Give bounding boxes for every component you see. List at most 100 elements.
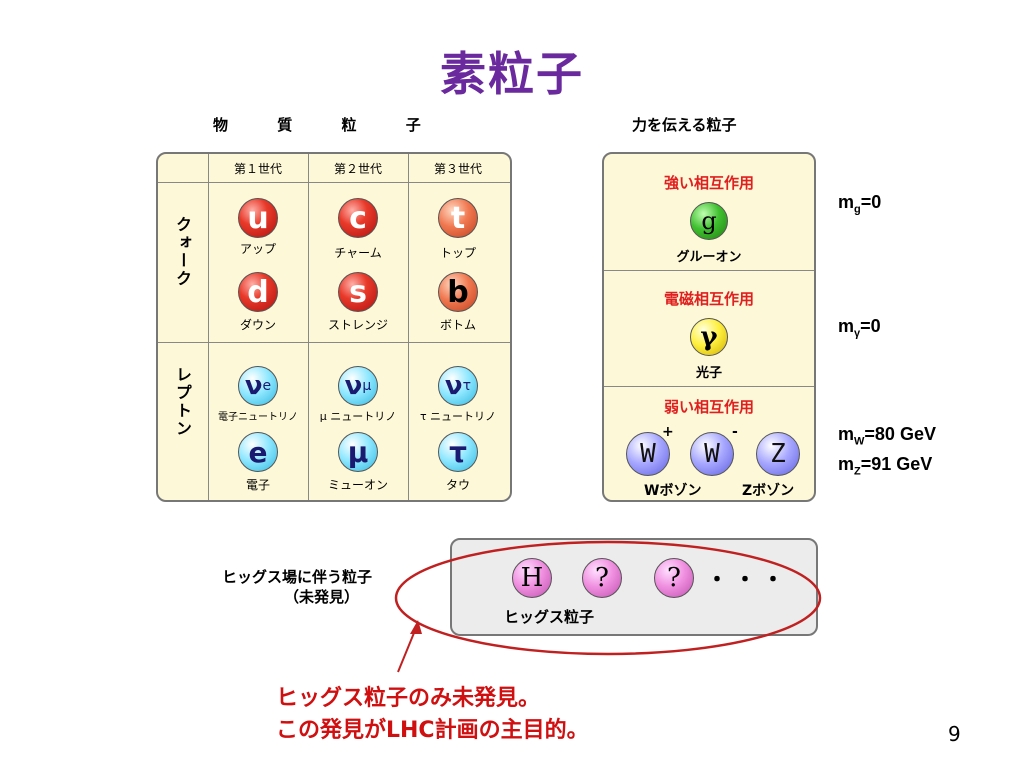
w-minus-sign: -	[732, 424, 738, 440]
particle-name: 電子	[245, 478, 270, 492]
particle-subscript: τ	[462, 378, 472, 394]
photon-name: 光子	[695, 366, 722, 381]
generation-1-header: 第１世代	[233, 162, 282, 176]
highlight-ellipse	[394, 540, 822, 656]
strange-quark-ball: s	[338, 272, 378, 312]
force-table: 強い相互作用 g グルーオン 電磁相互作用 γ 光子 弱い相互作用 W + W …	[602, 152, 816, 502]
arrow-head	[410, 620, 422, 634]
matter-table: 第１世代 第２世代 第３世代 クォーク レプトン u アップ c チャーム t …	[156, 152, 512, 502]
generation-2-header: 第２世代	[333, 162, 382, 176]
particle-symbol: ?	[667, 563, 681, 593]
mass-value: =80 GeV	[864, 424, 936, 444]
weak-interaction-title: 弱い相互作用	[663, 398, 754, 416]
photon-mass: mγ=0	[838, 316, 881, 340]
particle-subscript: e	[262, 378, 272, 394]
particle-symbol: τ	[449, 435, 467, 469]
arrow-line	[397, 627, 417, 673]
divider	[158, 182, 510, 183]
z-boson-ball: Z	[756, 432, 800, 476]
particle-symbol: ν	[244, 371, 263, 401]
note-line-2: この発見がLHC計画の主目的。	[276, 718, 589, 743]
particle-name: アップ	[239, 242, 276, 256]
w-mass: mW=80 GeV	[838, 424, 936, 448]
divider	[208, 154, 209, 500]
particle-symbol: γ	[700, 322, 718, 352]
em-interaction-title: 電磁相互作用	[663, 290, 754, 308]
mass-symbol: m	[838, 316, 855, 336]
charm-quark-ball: c	[338, 198, 378, 238]
gluon-name: グルーオン	[676, 250, 742, 265]
generation-3-header: 第３世代	[433, 162, 482, 176]
particle-symbol: s	[349, 274, 367, 310]
particle-symbol: b	[447, 274, 469, 310]
particle-symbol: ?	[595, 563, 609, 593]
particle-symbol: u	[247, 200, 269, 236]
ellipsis-dots: ・・・	[706, 568, 791, 593]
mass-symbol: m	[838, 424, 855, 444]
mass-subscript: g	[854, 203, 861, 216]
top-quark-ball: t	[438, 198, 478, 238]
up-quark-ball: u	[238, 198, 278, 238]
w-plus-sign: +	[662, 424, 674, 440]
particle-symbol: W	[640, 439, 656, 469]
particle-name: ダウン	[239, 318, 276, 332]
particle-symbol: ν	[444, 371, 463, 401]
higgs-name: ヒッグス粒子	[504, 608, 595, 626]
divider	[308, 154, 309, 500]
particle-symbol: d	[247, 274, 269, 310]
gluon-ball: g	[690, 202, 728, 240]
divider	[604, 386, 814, 387]
particle-symbol: ν	[344, 371, 363, 401]
mass-subscript: W	[854, 435, 865, 448]
w-plus-boson-ball: W	[626, 432, 670, 476]
mass-value: =0	[860, 192, 882, 212]
particle-name: ストレンジ	[327, 318, 388, 332]
particle-subscript: μ	[362, 378, 372, 394]
slide-title: 素粒子	[440, 47, 584, 101]
particle-name: ミューオン	[327, 478, 388, 492]
quark-label: クォーク	[173, 216, 192, 288]
force-header: 力を伝える粒子	[632, 116, 737, 134]
matter-header-char: 質	[277, 116, 293, 134]
divider	[158, 342, 510, 343]
particle-name: タウ	[445, 478, 470, 492]
particle-name: チャーム	[334, 246, 382, 260]
muon-ball: μ	[338, 432, 378, 472]
divider	[604, 270, 814, 271]
matter-header-char: 物	[213, 116, 229, 134]
page-number: 9	[948, 722, 961, 746]
higgs-ball: H	[512, 558, 552, 598]
higgs-box: H ? ? ・・・ ヒッグス粒子	[450, 538, 818, 636]
mass-value: =0	[860, 316, 881, 336]
particle-symbol: H	[520, 563, 544, 593]
divider	[408, 154, 409, 500]
mass-subscript: γ	[854, 327, 861, 340]
particle-symbol: μ	[347, 435, 369, 469]
note-line-1: ヒッグス粒子のみ未発見。	[276, 686, 541, 711]
electron-ball: e	[238, 432, 278, 472]
bottom-quark-ball: b	[438, 272, 478, 312]
matter-header-char: 粒	[341, 116, 357, 134]
particle-name: トップ	[439, 246, 476, 260]
mass-symbol: m	[838, 454, 855, 474]
matter-header: 物 質 粒 子	[213, 114, 465, 135]
w-minus-boson-ball: W	[690, 432, 734, 476]
particle-symbol: t	[450, 200, 466, 236]
particle-name: μ ニュートリノ	[319, 410, 397, 423]
particle-name: ボトム	[439, 318, 476, 332]
photon-ball: γ	[690, 318, 728, 356]
z-mass: mZ=91 GeV	[838, 454, 932, 478]
w-boson-name: Wボゾン	[644, 483, 702, 499]
down-quark-ball: d	[238, 272, 278, 312]
unknown-particle-ball: ?	[654, 558, 694, 598]
particle-symbol: g	[701, 207, 717, 235]
particle-name: 電子ニュートリノ	[218, 412, 298, 423]
tau-ball: τ	[438, 432, 478, 472]
particle-name: τ ニュートリノ	[419, 410, 497, 423]
particle-symbol: W	[704, 439, 720, 469]
matter-header-char: 子	[405, 116, 421, 134]
